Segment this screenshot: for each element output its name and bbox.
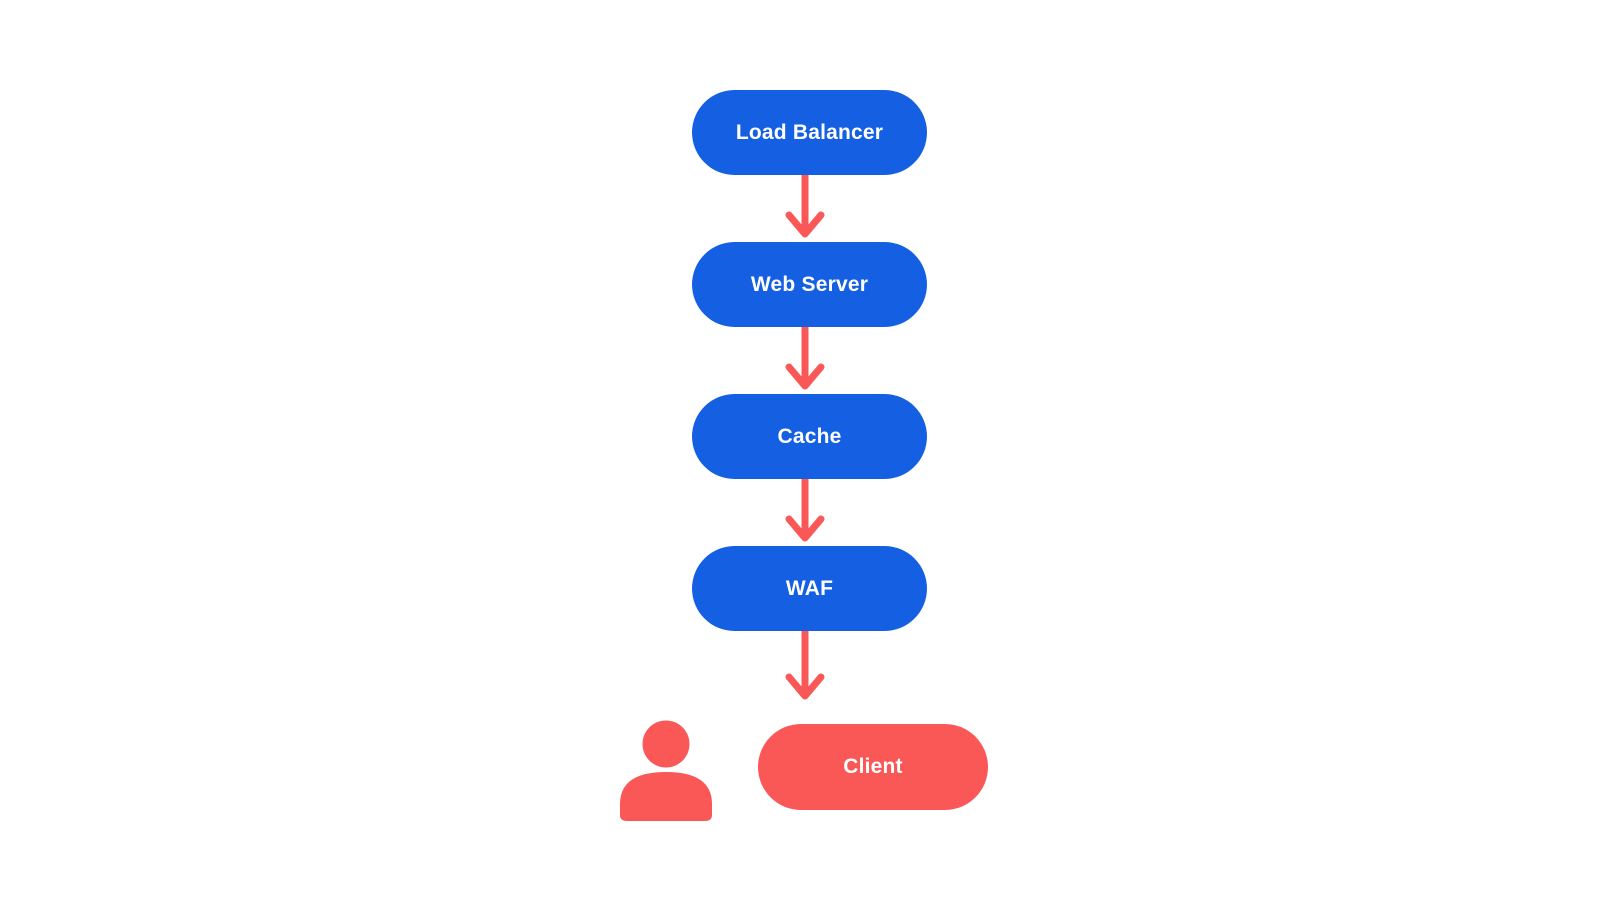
node-web-server: Web Server — [692, 242, 927, 327]
arrowhead-down-icon — [785, 673, 825, 700]
person-body — [620, 772, 712, 821]
node-load-balancer-label: Load Balancer — [735, 120, 884, 144]
arrow-webserver-to-cache — [785, 327, 825, 390]
node-client-label: Client — [843, 755, 903, 778]
node-web-server-label: Web Server — [750, 272, 869, 296]
node-client: Client — [758, 724, 988, 810]
person-head — [642, 720, 690, 768]
node-cache-label: Cache — [777, 424, 842, 448]
node-waf-label: WAF — [785, 576, 834, 600]
person-icon — [620, 720, 712, 821]
arrow-lb-to-webserver — [785, 175, 825, 238]
arrowhead-down-icon — [785, 363, 825, 390]
arrow-cache-to-waf — [785, 479, 825, 542]
node-waf: WAF — [692, 546, 927, 631]
node-cache: Cache — [692, 394, 927, 479]
node-load-balancer: Load Balancer — [692, 90, 927, 175]
arrowhead-down-icon — [785, 515, 825, 542]
arrow-waf-to-client — [785, 631, 825, 700]
arrowhead-down-icon — [785, 211, 825, 238]
